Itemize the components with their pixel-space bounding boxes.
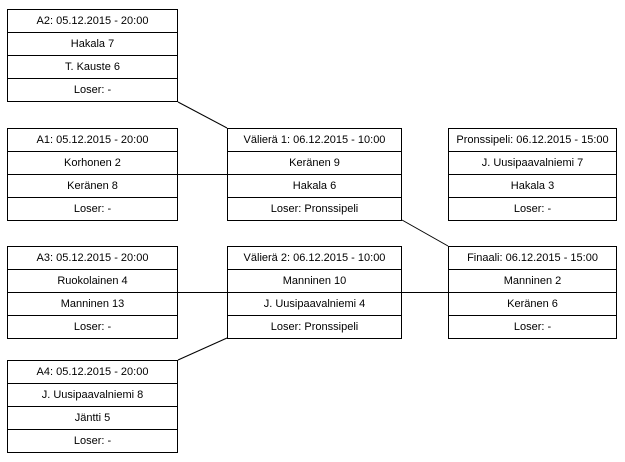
match-header: Välierä 2: 06.12.2015 - 10:00 <box>228 247 401 270</box>
player-row: Hakala 6 <box>228 175 401 198</box>
match-box-a1: A1: 05.12.2015 - 20:00 Korhonen 2 Keräne… <box>7 128 178 221</box>
match-header: Finaali: 06.12.2015 - 15:00 <box>449 247 616 270</box>
loser-row: Loser: Pronssipeli <box>270 203 359 215</box>
player-row: Jäntti 5 <box>8 407 177 430</box>
player-row: Manninen 13 <box>8 293 177 316</box>
match-box-finaali: Finaali: 06.12.2015 - 15:00 Manninen 2 K… <box>448 246 617 339</box>
match-header: A3: 05.12.2015 - 20:00 <box>8 247 177 270</box>
loser-row: Loser: - <box>73 435 112 447</box>
match-header: A2: 05.12.2015 - 20:00 <box>8 10 177 33</box>
player-row: Keränen 9 <box>228 152 401 175</box>
player-row: Hakala 3 <box>449 175 616 198</box>
match-header: Välierä 1: 06.12.2015 - 10:00 <box>228 129 401 152</box>
connector-a2-to-valiera1 <box>177 101 228 129</box>
player-row: T. Kauste 6 <box>8 56 177 79</box>
connector-a4-to-valiera2 <box>177 337 228 361</box>
player-row: Keränen 6 <box>449 293 616 316</box>
player-row: J. Uusipaavalniemi 8 <box>8 384 177 407</box>
player-row: J. Uusipaavalniemi 7 <box>449 152 616 175</box>
connector-valiera1-to-finaali <box>401 219 449 247</box>
loser-row: Loser: - <box>73 84 112 96</box>
match-header: A1: 05.12.2015 - 20:00 <box>8 129 177 152</box>
player-row: Hakala 7 <box>8 33 177 56</box>
player-row: Ruokolainen 4 <box>8 270 177 293</box>
match-header: A4: 05.12.2015 - 20:00 <box>8 361 177 384</box>
match-box-a2: A2: 05.12.2015 - 20:00 Hakala 7 T. Kaust… <box>7 9 178 102</box>
player-row: Korhonen 2 <box>8 152 177 175</box>
player-row: J. Uusipaavalniemi 4 <box>228 293 401 316</box>
player-row: Keränen 8 <box>8 175 177 198</box>
loser-row: Loser: - <box>73 321 112 333</box>
match-box-pronssipeli: Pronssipeli: 06.12.2015 - 15:00 J. Uusip… <box>448 128 617 221</box>
match-box-a4: A4: 05.12.2015 - 20:00 J. Uusipaavalniem… <box>7 360 178 453</box>
match-box-a3: A3: 05.12.2015 - 20:00 Ruokolainen 4 Man… <box>7 246 178 339</box>
match-box-valiera-2: Välierä 2: 06.12.2015 - 10:00 Manninen 1… <box>227 246 402 339</box>
player-row: Manninen 10 <box>228 270 401 293</box>
match-header: Pronssipeli: 06.12.2015 - 15:00 <box>449 129 616 152</box>
loser-row: Loser: - <box>513 321 552 333</box>
player-row: Manninen 2 <box>449 270 616 293</box>
loser-row: Loser: - <box>73 203 112 215</box>
loser-row: Loser: Pronssipeli <box>270 321 359 333</box>
loser-row: Loser: - <box>513 203 552 215</box>
match-box-valiera-1: Välierä 1: 06.12.2015 - 10:00 Keränen 9 … <box>227 128 402 221</box>
